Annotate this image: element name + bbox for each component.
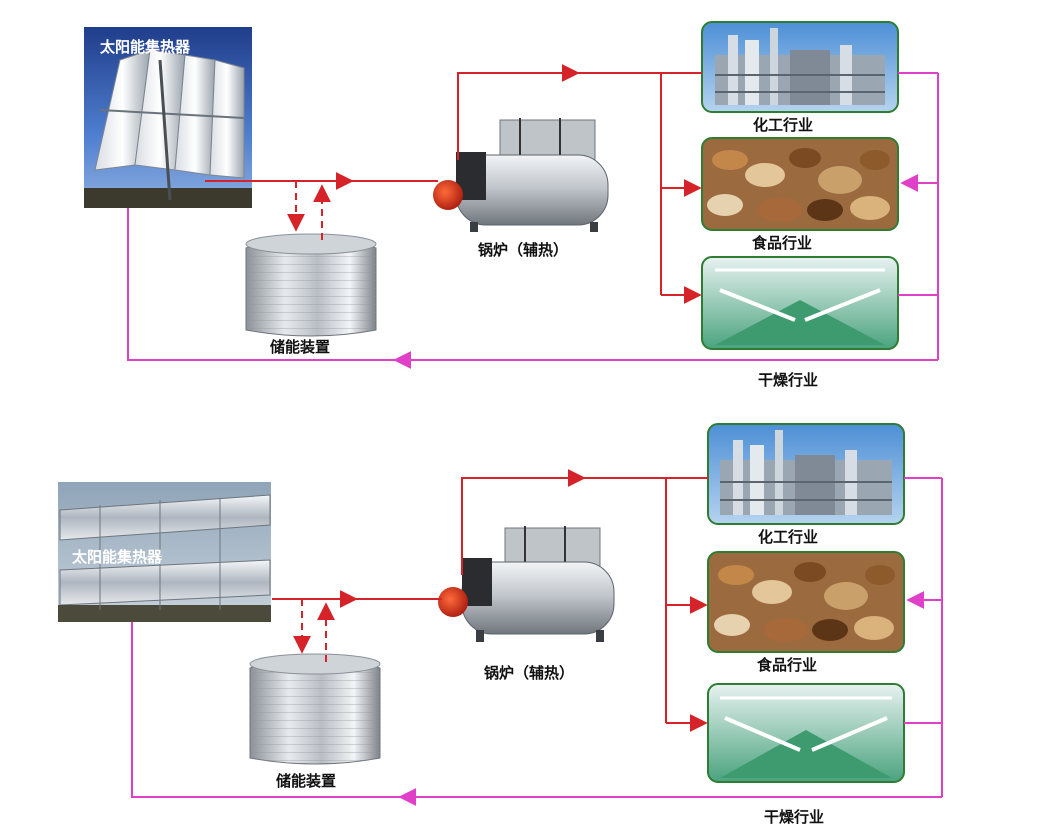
supply-lines bbox=[272, 469, 708, 732]
industry-label-chemical: 化工行业 bbox=[758, 528, 818, 546]
industry-panel-drying bbox=[707, 683, 905, 783]
storage-label: 储能装置 bbox=[276, 772, 336, 790]
industry-label-food: 食品行业 bbox=[757, 656, 817, 674]
solar-collector-image bbox=[84, 27, 252, 208]
boiler-label: 锅炉（辅热） bbox=[478, 241, 568, 259]
industry-label-drying: 干燥行业 bbox=[758, 371, 818, 389]
boiler-image bbox=[438, 526, 615, 642]
industry-panel-food bbox=[701, 137, 899, 231]
nuts-food-image bbox=[707, 148, 890, 222]
return-lines bbox=[131, 477, 943, 806]
collector-label: 太阳能集热器 bbox=[100, 38, 191, 56]
diagram-top: 太阳能集热器 储能装置 锅炉（辅热） bbox=[84, 21, 939, 389]
collector-label: 太阳能集热器 bbox=[72, 548, 163, 566]
storage-tank-image bbox=[245, 233, 377, 337]
solar-collector-image bbox=[58, 482, 271, 622]
supply-lines bbox=[205, 64, 702, 304]
diagram-bottom: 太阳能集热器 储能装置 锅炉（辅热） bbox=[58, 423, 943, 826]
industry-panel-chemical bbox=[707, 423, 905, 525]
boiler-image bbox=[433, 118, 609, 232]
chemical-plant-image bbox=[720, 430, 892, 515]
industry-label-food: 食品行业 bbox=[752, 234, 812, 252]
storage-label: 储能装置 bbox=[270, 338, 330, 356]
industry-panel-drying bbox=[701, 256, 899, 350]
industry-panel-food bbox=[707, 551, 905, 653]
industry-label-chemical: 化工行业 bbox=[753, 116, 813, 134]
industry-panel-chemical bbox=[701, 21, 899, 113]
chemical-plant-image bbox=[715, 28, 885, 105]
industry-label-drying: 干燥行业 bbox=[764, 808, 824, 826]
nuts-food-image bbox=[714, 562, 895, 642]
return-lines bbox=[127, 72, 939, 369]
drying-factory-image bbox=[720, 696, 892, 778]
storage-tank-image bbox=[249, 653, 381, 765]
drying-factory-image bbox=[715, 268, 885, 345]
boiler-label: 锅炉（辅热） bbox=[484, 664, 574, 682]
